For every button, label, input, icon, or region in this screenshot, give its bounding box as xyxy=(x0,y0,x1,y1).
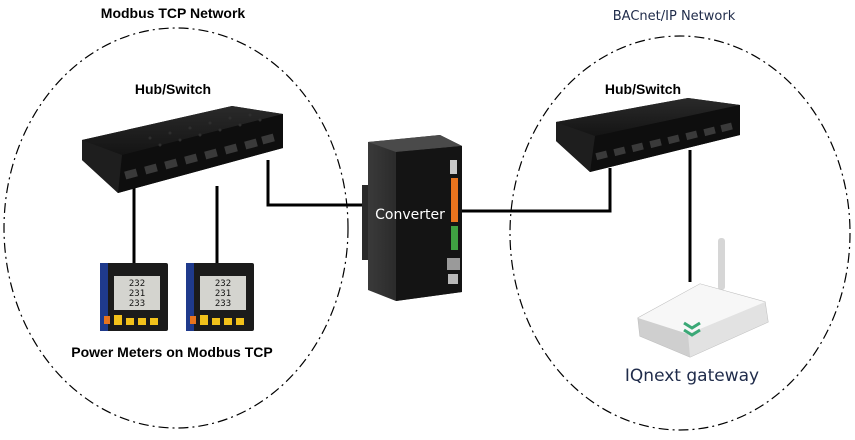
power-meter-2 xyxy=(186,263,254,331)
bacnet-network-title: BACnet/IP Network xyxy=(613,9,736,24)
bacnet-switch-label: Hub/Switch xyxy=(605,81,681,97)
meter-1-reading-3: 233 xyxy=(129,299,145,309)
bacnet-network-boundary xyxy=(509,35,851,431)
meter-2-reading-1: 232 xyxy=(215,279,231,289)
power-meter-1 xyxy=(100,263,168,331)
modbus-hub-switch xyxy=(82,106,283,193)
modbus-network-boundary xyxy=(3,27,349,429)
bacnet-hub-switch xyxy=(556,98,740,172)
modbus-network-title: Modbus TCP Network xyxy=(101,5,246,21)
meter-2-reading-3: 233 xyxy=(215,299,231,309)
modbus-switch-label: Hub/Switch xyxy=(135,81,211,97)
meter-2-reading-2: 231 xyxy=(215,289,231,299)
meter-2-display: 232 231 233 xyxy=(215,279,231,309)
meter-1-reading-1: 232 xyxy=(129,279,145,289)
meter-1-reading-2: 231 xyxy=(129,289,145,299)
iqnext-gateway-device xyxy=(637,238,769,358)
converter-label: Converter xyxy=(375,207,445,223)
cable-switch-to-converter xyxy=(266,160,370,207)
cable-converter-to-switch xyxy=(460,168,612,213)
converter-device xyxy=(362,135,462,301)
gateway-label: IQnext gateway xyxy=(625,366,759,386)
power-meters-label: Power Meters on Modbus TCP xyxy=(71,344,272,360)
network-cables xyxy=(132,150,692,282)
meter-1-display: 232 231 233 xyxy=(129,279,145,309)
